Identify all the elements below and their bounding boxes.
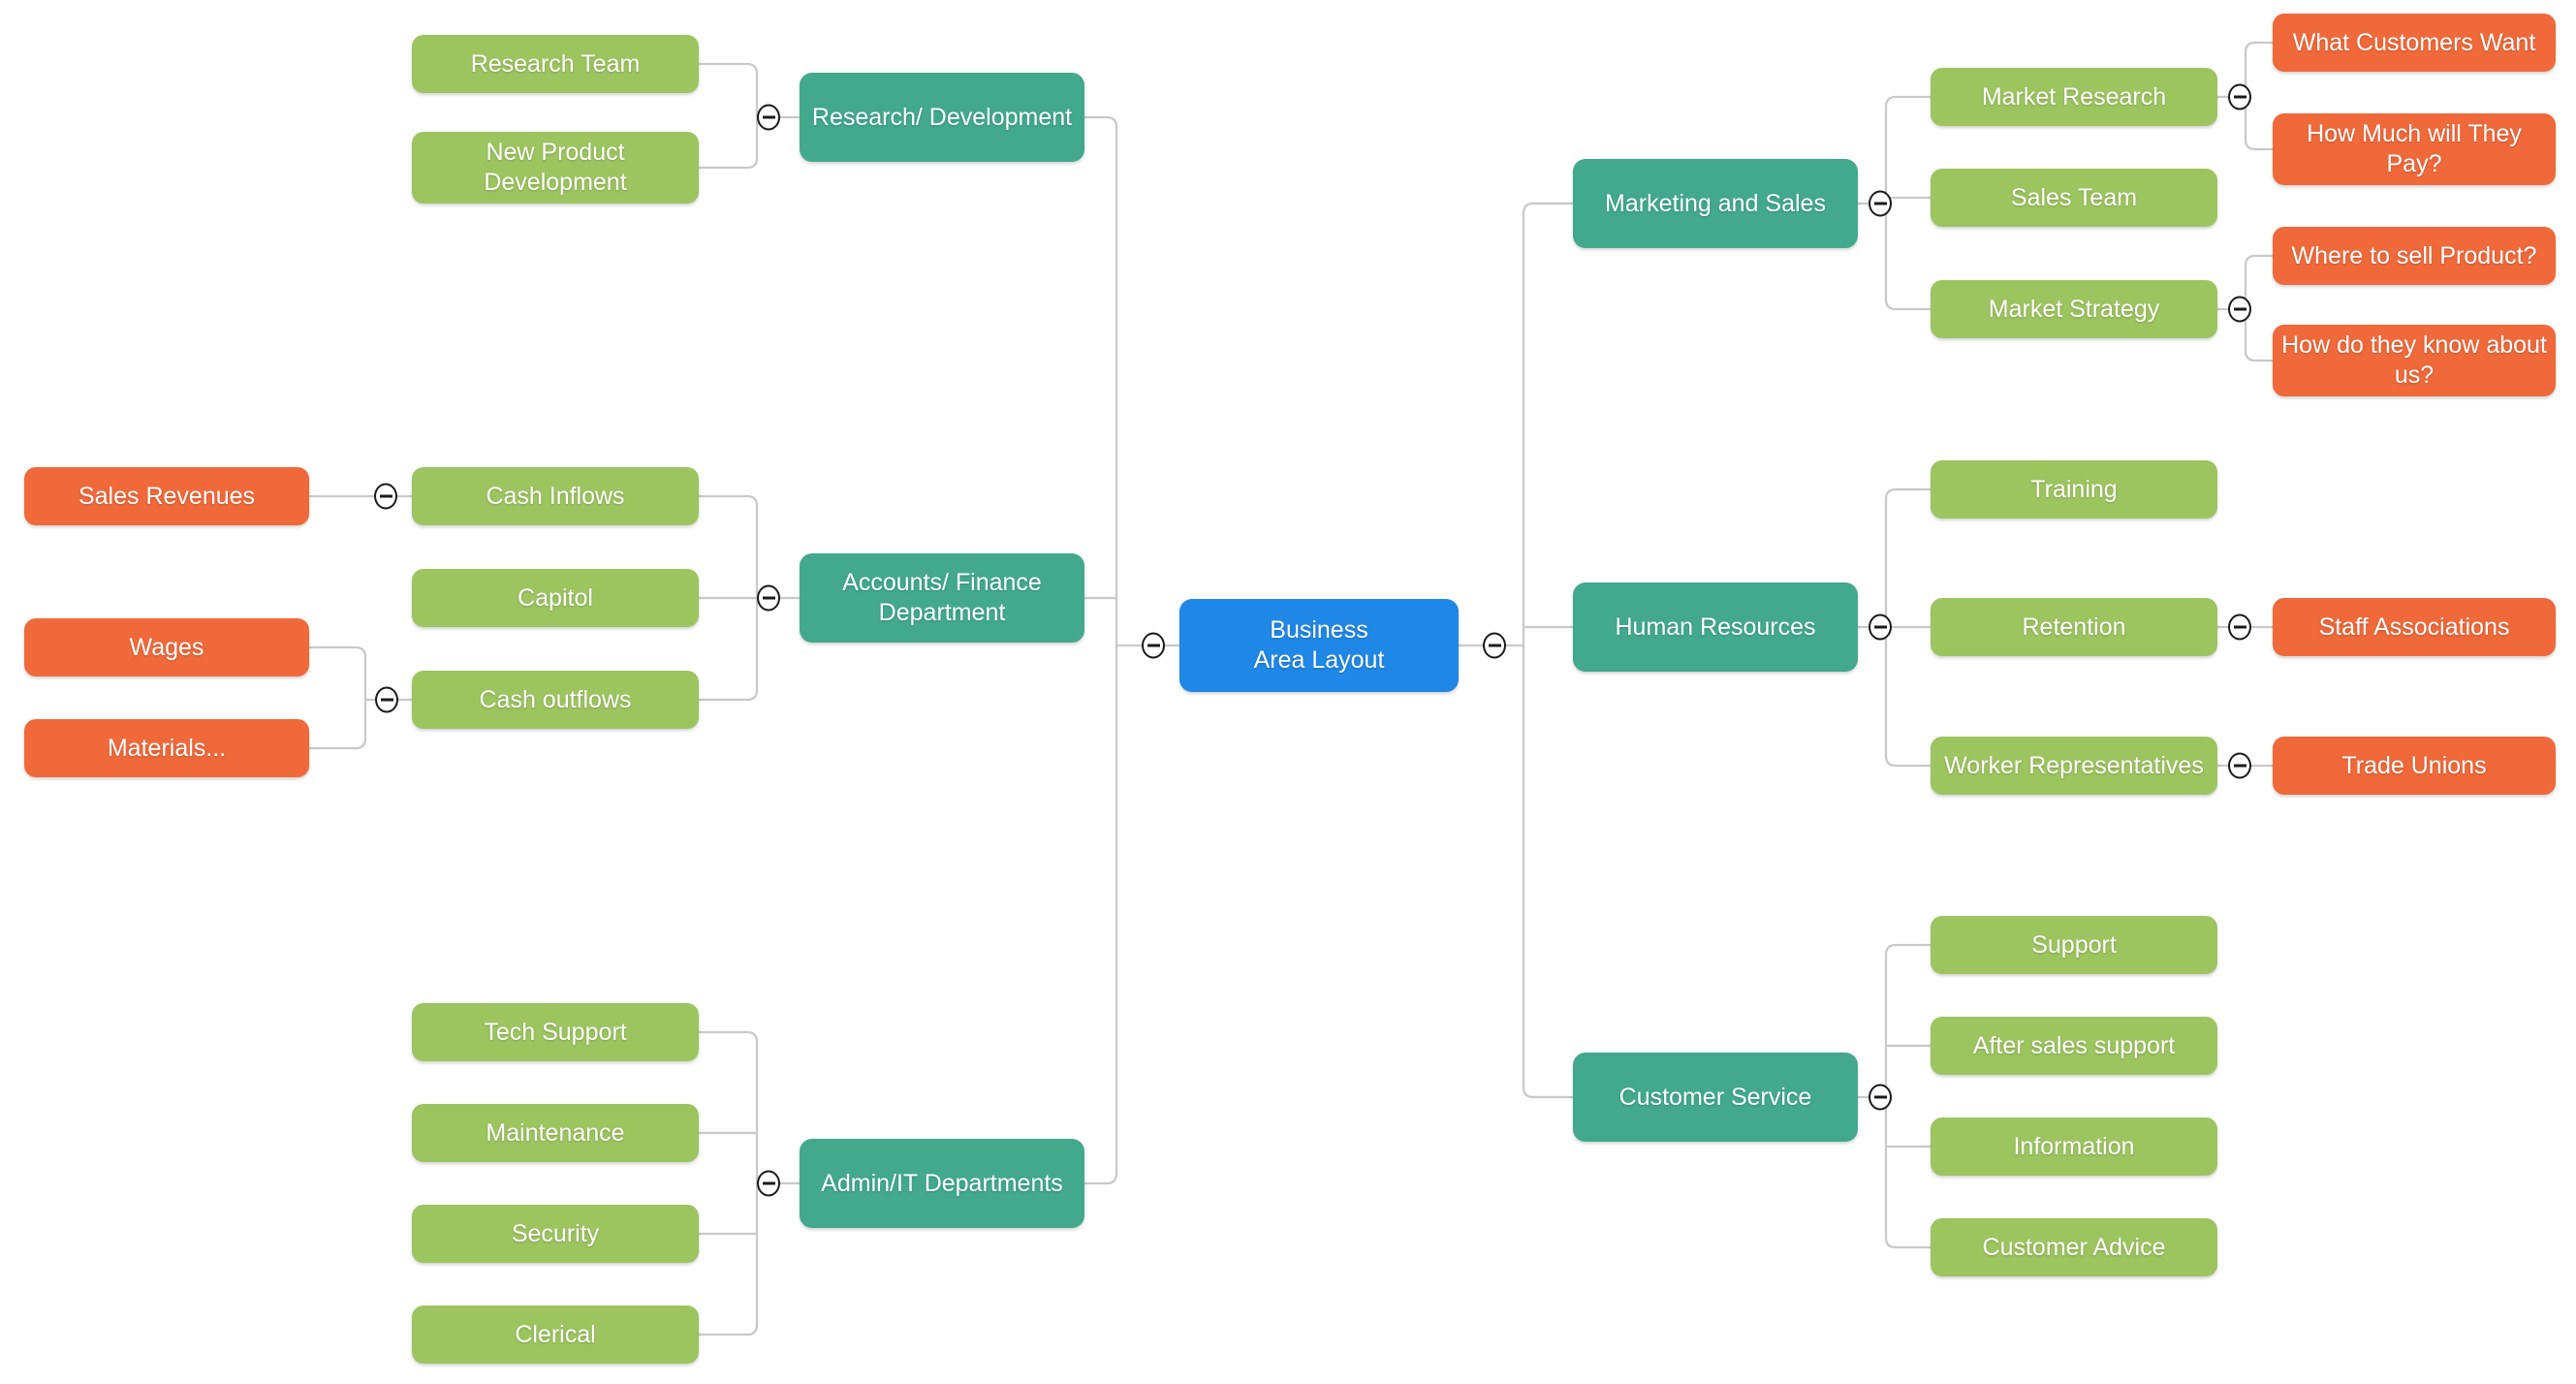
collapse-button-cash-outflows[interactable] bbox=[375, 686, 398, 713]
minus-icon bbox=[380, 698, 393, 702]
minus-icon bbox=[762, 115, 775, 119]
node-clerical[interactable]: Clerical bbox=[412, 1305, 699, 1364]
collapse-button-market-research[interactable] bbox=[2228, 83, 2251, 110]
node-market-research[interactable]: Market Research bbox=[1931, 68, 2217, 126]
collapse-button-root-right[interactable] bbox=[1483, 632, 1506, 659]
node-where-to-sell-product[interactable]: Where to sell Product? bbox=[2273, 227, 2556, 285]
minus-icon bbox=[2233, 764, 2246, 768]
node-tech-support[interactable]: Tech Support bbox=[412, 1003, 699, 1061]
minus-icon bbox=[1873, 202, 1887, 205]
collapse-button-customer-service[interactable] bbox=[1869, 1084, 1892, 1111]
connector bbox=[1084, 115, 1118, 1185]
collapse-button-human-resources[interactable] bbox=[1869, 613, 1892, 641]
node-maintenance[interactable]: Maintenance bbox=[412, 1104, 699, 1162]
collapse-button-retention[interactable] bbox=[2228, 613, 2251, 641]
node-trade-unions[interactable]: Trade Unions bbox=[2273, 737, 2556, 795]
minus-icon bbox=[2233, 625, 2246, 629]
node-training[interactable]: Training bbox=[1931, 460, 2217, 519]
node-worker-representatives[interactable]: Worker Representatives bbox=[1931, 737, 2217, 795]
connector bbox=[1884, 95, 1931, 311]
node-human-resources[interactable]: Human Resources bbox=[1573, 582, 1858, 672]
node-retention[interactable]: Retention bbox=[1931, 598, 2217, 656]
node-customer-advice[interactable]: Customer Advice bbox=[1931, 1218, 2217, 1276]
collapse-button-accounts-finance[interactable] bbox=[757, 584, 780, 612]
node-business-area-layout[interactable]: Business Area Layout bbox=[1179, 599, 1459, 692]
node-staff-associations[interactable]: Staff Associations bbox=[2273, 598, 2556, 656]
minus-icon bbox=[1873, 1095, 1887, 1099]
collapse-button-marketing-and-sales[interactable] bbox=[1869, 190, 1892, 217]
node-market-strategy[interactable]: Market Strategy bbox=[1931, 280, 2217, 338]
collapse-button-root-left[interactable] bbox=[1142, 632, 1165, 659]
minus-icon bbox=[1488, 644, 1501, 647]
connector bbox=[699, 62, 759, 170]
node-new-product-development[interactable]: New Product Development bbox=[412, 132, 699, 204]
connector bbox=[699, 1030, 759, 1337]
collapse-button-cash-inflows[interactable] bbox=[374, 483, 397, 510]
minus-icon bbox=[2233, 307, 2246, 311]
collapse-button-market-strategy[interactable] bbox=[2228, 296, 2251, 323]
minus-icon bbox=[1873, 625, 1887, 629]
node-information[interactable]: Information bbox=[1931, 1117, 2217, 1176]
minus-icon bbox=[762, 596, 775, 600]
minus-icon bbox=[2233, 95, 2246, 99]
collapse-button-worker-representatives[interactable] bbox=[2228, 752, 2251, 779]
node-materials[interactable]: Materials... bbox=[24, 719, 309, 777]
node-wages[interactable]: Wages bbox=[24, 618, 309, 676]
node-admin-it-departments[interactable]: Admin/IT Departments bbox=[800, 1139, 1084, 1228]
node-customer-service[interactable]: Customer Service bbox=[1573, 1053, 1858, 1142]
minus-icon bbox=[1147, 644, 1160, 647]
node-research-development[interactable]: Research/ Development bbox=[800, 73, 1084, 162]
node-what-customers-want[interactable]: What Customers Want bbox=[2273, 14, 2556, 72]
minus-icon bbox=[762, 1181, 775, 1185]
connector bbox=[1522, 202, 1573, 1099]
node-accounts-finance-department[interactable]: Accounts/ Finance Department bbox=[800, 553, 1084, 643]
connector bbox=[1884, 943, 1931, 1249]
node-capitol[interactable]: Capitol bbox=[412, 569, 699, 627]
node-cash-outflows[interactable]: Cash outflows bbox=[412, 671, 699, 729]
node-sales-revenues[interactable]: Sales Revenues bbox=[24, 467, 309, 525]
node-cash-inflows[interactable]: Cash Inflows bbox=[412, 467, 699, 525]
node-research-team[interactable]: Research Team bbox=[412, 35, 699, 93]
collapse-button-admin-it[interactable] bbox=[757, 1170, 780, 1197]
connector bbox=[309, 645, 367, 750]
node-marketing-and-sales[interactable]: Marketing and Sales bbox=[1573, 159, 1858, 248]
node-sales-team[interactable]: Sales Team bbox=[1931, 169, 2217, 227]
node-support[interactable]: Support bbox=[1931, 916, 2217, 974]
node-security[interactable]: Security bbox=[412, 1205, 699, 1263]
collapse-button-research-development[interactable] bbox=[757, 104, 780, 131]
node-after-sales-support[interactable]: After sales support bbox=[1931, 1017, 2217, 1075]
node-how-much-will-they-pay[interactable]: How Much will They Pay? bbox=[2273, 113, 2556, 185]
minus-icon bbox=[379, 494, 393, 498]
node-how-do-they-know-about-us[interactable]: How do they know about us? bbox=[2273, 325, 2556, 396]
